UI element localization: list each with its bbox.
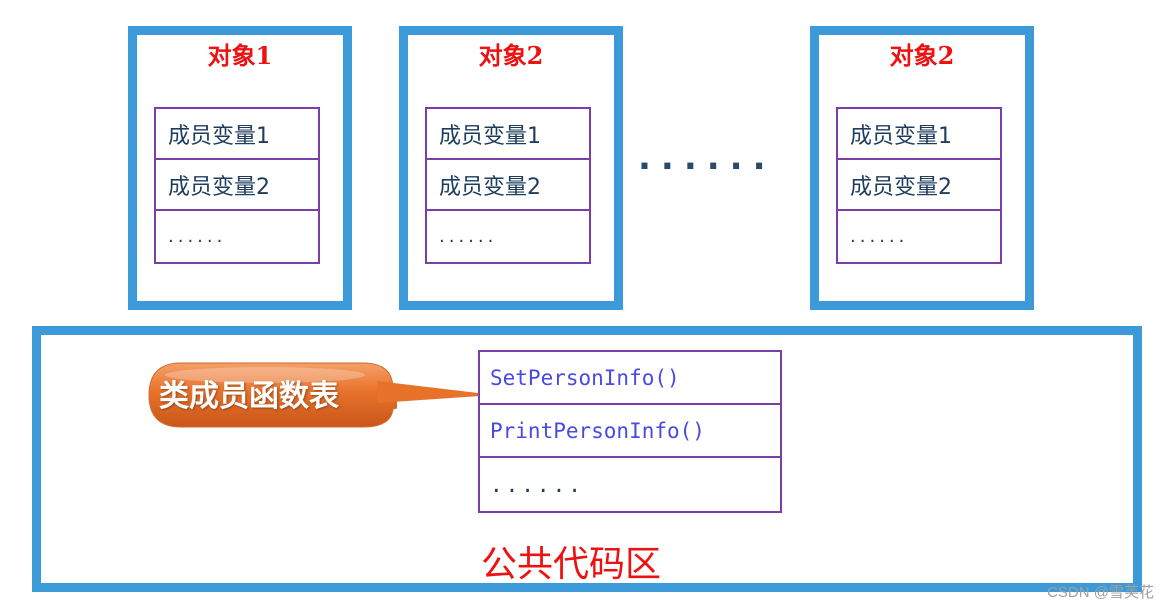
object-box-2: 对象2 成员变量1 成员变量2 ...... xyxy=(399,26,623,310)
function-row: PrintPersonInfo() xyxy=(480,405,780,458)
member-row: ...... xyxy=(439,226,498,247)
object-title: 对象2 xyxy=(478,41,544,70)
member-row: 成员变量2 xyxy=(838,160,1000,211)
common-code-area: 类成员函数表 SetPersonInfo() PrintPersonInfo()… xyxy=(32,326,1142,592)
callout-bubble: 类成员函数表 xyxy=(145,359,495,431)
watermark: CSDN @雪芙花 xyxy=(1047,584,1154,601)
object-box-1: 对象1 成员变量1 成员变量2 ...... xyxy=(128,26,352,310)
member-row: 成员变量1 xyxy=(838,109,1000,160)
callout-pointer xyxy=(377,381,495,403)
callout-shape xyxy=(148,362,486,428)
member-row: 成员变量1 xyxy=(427,109,589,160)
member-row: 成员变量1 xyxy=(156,109,318,160)
member-table: 成员变量1 成员变量2 ...... xyxy=(836,107,1002,264)
objects-ellipsis: ...... xyxy=(638,138,776,178)
common-area-title: 公共代码区 xyxy=(481,544,662,585)
object-title: 对象1 xyxy=(207,41,273,70)
function-table: SetPersonInfo() PrintPersonInfo() ...... xyxy=(478,350,782,513)
callout-label: 类成员函数表 xyxy=(159,379,339,414)
function-row: SetPersonInfo() xyxy=(480,352,780,405)
function-row: ...... xyxy=(490,472,584,497)
member-table: 成员变量1 成员变量2 ...... xyxy=(154,107,320,264)
object-title: 对象2 xyxy=(889,41,955,70)
member-row: 成员变量2 xyxy=(427,160,589,211)
object-box-3: 对象2 成员变量1 成员变量2 ...... xyxy=(810,26,1034,310)
member-row: ...... xyxy=(168,226,227,247)
member-row: ...... xyxy=(850,226,909,247)
member-row: 成员变量2 xyxy=(156,160,318,211)
member-table: 成员变量1 成员变量2 ...... xyxy=(425,107,591,264)
